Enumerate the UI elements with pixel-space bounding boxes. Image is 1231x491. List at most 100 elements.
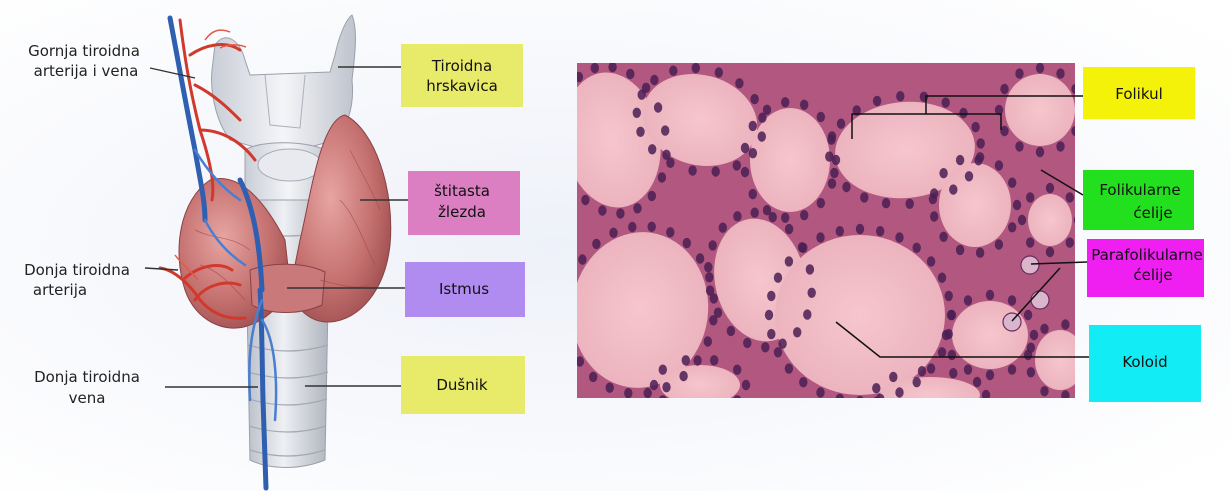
cell-nucleus: [608, 62, 616, 72]
cell-nucleus: [920, 92, 928, 102]
cell-nucleus: [1027, 343, 1035, 353]
cell-nucleus: [1024, 310, 1032, 320]
cell-nucleus: [778, 339, 786, 349]
cell-nucleus: [800, 210, 808, 220]
cell-nucleus: [741, 143, 749, 153]
cell-nucleus: [648, 222, 656, 232]
label-inferior-vein-line1: Donja tiroidna: [34, 368, 140, 386]
cell-nucleus: [1015, 68, 1023, 78]
box-colloid-line1: Koloid: [1122, 353, 1167, 371]
cell-nucleus: [1061, 319, 1069, 329]
cell-nucleus: [767, 291, 775, 301]
cell-nucleus: [1026, 237, 1034, 247]
box-follicular-cells: Folikularne ćelije: [1083, 170, 1194, 230]
cell-nucleus: [1013, 200, 1021, 210]
cell-nucleus: [1036, 63, 1044, 73]
cell-nucleus: [781, 97, 789, 107]
cell-nucleus: [927, 363, 935, 373]
cell-nucleus: [842, 182, 850, 192]
cell-nucleus: [830, 168, 838, 178]
cell-nucleus: [706, 285, 714, 295]
cell-nucleus: [945, 291, 953, 301]
cell-nucleus: [589, 372, 597, 382]
cell-nucleus: [895, 232, 903, 242]
cell-nucleus: [948, 310, 956, 320]
cell-nucleus: [733, 211, 741, 221]
follicle-lumen: [750, 108, 830, 212]
cell-nucleus: [1008, 295, 1016, 305]
cell-nucleus: [591, 63, 599, 73]
cell-nucleus: [876, 226, 884, 236]
box-thyroid-gland-line1: štitasta: [434, 182, 490, 200]
cell-nucleus: [638, 90, 646, 100]
cell-nucleus: [628, 222, 636, 232]
cell-nucleus: [942, 330, 950, 340]
cell-nucleus: [781, 213, 789, 223]
cell-nucleus: [761, 342, 769, 352]
cell-nucleus: [683, 238, 691, 248]
cell-nucleus: [956, 155, 964, 165]
cell-nucleus: [1040, 324, 1048, 334]
cell-nucleus: [749, 148, 757, 158]
cell-nucleus: [785, 363, 793, 373]
cell-nucleus: [930, 211, 938, 221]
cell-nucleus: [696, 253, 704, 263]
cell-nucleus: [763, 105, 771, 115]
cell-nucleus: [986, 290, 994, 300]
cell-nucleus: [650, 380, 658, 390]
cell-nucleus: [825, 151, 833, 161]
cell-nucleus: [860, 192, 868, 202]
cell-nucleus: [578, 254, 586, 264]
cell-nucleus: [654, 102, 662, 112]
box-thyroid-gland-line2: žlezda: [438, 203, 486, 221]
cell-nucleus: [661, 125, 669, 135]
cell-nucleus: [827, 135, 835, 145]
cell-nucleus: [693, 355, 701, 365]
cell-nucleus: [710, 355, 718, 365]
cell-nucleus: [808, 288, 816, 298]
cell-nucleus: [692, 63, 700, 73]
thyroid-histology-micrograph: [553, 62, 1095, 424]
cell-nucleus: [606, 383, 614, 393]
cell-nucleus: [889, 372, 897, 382]
cell-nucleus: [650, 75, 658, 85]
cell-nucleus: [765, 310, 773, 320]
cell-nucleus: [705, 272, 713, 282]
cell-nucleus: [906, 199, 914, 209]
cell-nucleus: [704, 262, 712, 272]
cell-nucleus: [971, 122, 979, 132]
cell-nucleus: [688, 165, 696, 175]
cell-nucleus: [895, 387, 903, 397]
cell-nucleus: [633, 108, 641, 118]
cell-nucleus: [626, 69, 634, 79]
cell-nucleus: [799, 243, 807, 253]
cell-nucleus: [942, 97, 950, 107]
cell-nucleus: [986, 370, 994, 380]
cell-nucleus: [769, 212, 777, 222]
cell-nucleus: [817, 112, 825, 122]
cell-nucleus: [1008, 364, 1016, 374]
cell-nucleus: [1036, 147, 1044, 157]
cell-nucleus: [785, 256, 793, 266]
follicle-lumen: [1028, 194, 1072, 246]
cell-nucleus: [733, 160, 741, 170]
cell-nucleus: [995, 239, 1003, 249]
cell-nucleus: [704, 336, 712, 346]
cell-nucleus: [633, 203, 641, 213]
cell-nucleus: [977, 138, 985, 148]
box-isthmus: Istmus: [405, 262, 525, 317]
cell-nucleus: [1066, 192, 1074, 202]
box-colloid: Koloid: [1089, 325, 1201, 402]
cell-nucleus: [733, 365, 741, 375]
cell-nucleus: [959, 108, 967, 118]
cell-nucleus: [949, 368, 957, 378]
cell-nucleus: [949, 184, 957, 194]
cell-nucleus: [1015, 141, 1023, 151]
cell-nucleus: [785, 224, 793, 234]
cell-nucleus: [616, 208, 624, 218]
label-inferior-vein-line2: vena: [69, 389, 106, 407]
cell-nucleus: [1066, 237, 1074, 247]
cell-nucleus: [1008, 222, 1016, 232]
cell-nucleus: [741, 167, 749, 177]
